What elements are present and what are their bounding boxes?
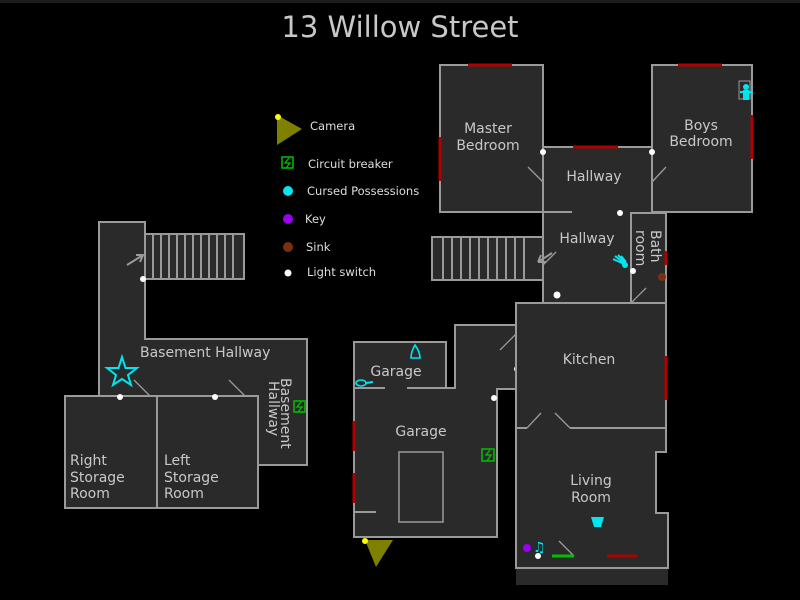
room-label-bathroom: Bathroom xyxy=(632,230,663,266)
stair-steps xyxy=(152,234,234,279)
monkey-paw-cursed-possession-icon[interactable] xyxy=(612,254,628,268)
room-label-kitchen: Kitchen xyxy=(563,352,616,368)
circuit-breaker-icon[interactable] xyxy=(293,400,306,413)
key-icon[interactable] xyxy=(523,544,531,552)
cursed-possession-icon xyxy=(283,186,293,196)
tarot-cursed-possession-icon[interactable] xyxy=(591,517,604,527)
kitchen[interactable] xyxy=(515,302,667,429)
right-storage-room[interactable] xyxy=(64,395,158,509)
room-label-basement-hallway: Basement Hallway xyxy=(140,345,270,361)
music-note-cursed-possession-icon[interactable]: ♫ xyxy=(533,540,546,556)
top-bar xyxy=(0,0,800,3)
light-switch-icon xyxy=(284,269,292,277)
pentagram-cursed-possession-icon[interactable] xyxy=(104,353,140,388)
basement-stairs[interactable] xyxy=(144,233,245,280)
room-label-hallway: Hallway xyxy=(559,231,614,247)
key-icon xyxy=(283,214,293,224)
living-room[interactable] xyxy=(515,427,669,569)
camera-icon xyxy=(277,115,302,145)
arrow-icon xyxy=(537,252,553,263)
house: ♫ xyxy=(352,63,754,585)
doll-cursed-possession-icon[interactable] xyxy=(740,84,753,100)
light-switch[interactable] xyxy=(117,394,123,400)
legend-cursed: Cursed Possessions xyxy=(307,184,419,198)
porch xyxy=(516,568,668,585)
music-box-cursed-possession-icon[interactable] xyxy=(410,343,421,359)
camera-icon xyxy=(365,540,393,567)
legend: Camera Circuit breaker Cursed Possession… xyxy=(275,114,419,279)
left-storage-room[interactable] xyxy=(156,395,259,509)
room-label-hallway-upper: Hallway xyxy=(566,169,621,185)
circuit-breaker-icon xyxy=(281,156,294,169)
legend-camera: Camera xyxy=(310,119,355,133)
light-switch[interactable] xyxy=(212,394,218,400)
room-label-garage: Garage xyxy=(395,424,446,440)
room-label-garage-small: Garage xyxy=(370,364,421,380)
room-label-basement-hallway-side: BasementHallway xyxy=(265,378,293,449)
circuit-breaker-icon[interactable] xyxy=(481,448,495,462)
map-title: 13 Willow Street xyxy=(281,10,519,44)
car-outline xyxy=(398,451,444,523)
camera-dot xyxy=(275,114,281,120)
sink-icon xyxy=(283,242,293,252)
sink-icon[interactable] xyxy=(658,273,666,281)
legend-sink: Sink xyxy=(306,240,331,254)
arrow-icon xyxy=(126,254,145,266)
light-switch[interactable] xyxy=(140,276,146,282)
legend-light-switch: Light switch xyxy=(307,265,376,279)
mirror-cursed-possession-icon[interactable] xyxy=(355,379,374,387)
legend-circuit-breaker: Circuit breaker xyxy=(308,157,393,171)
legend-key: Key xyxy=(305,212,326,226)
master-bedroom[interactable] xyxy=(439,64,544,213)
